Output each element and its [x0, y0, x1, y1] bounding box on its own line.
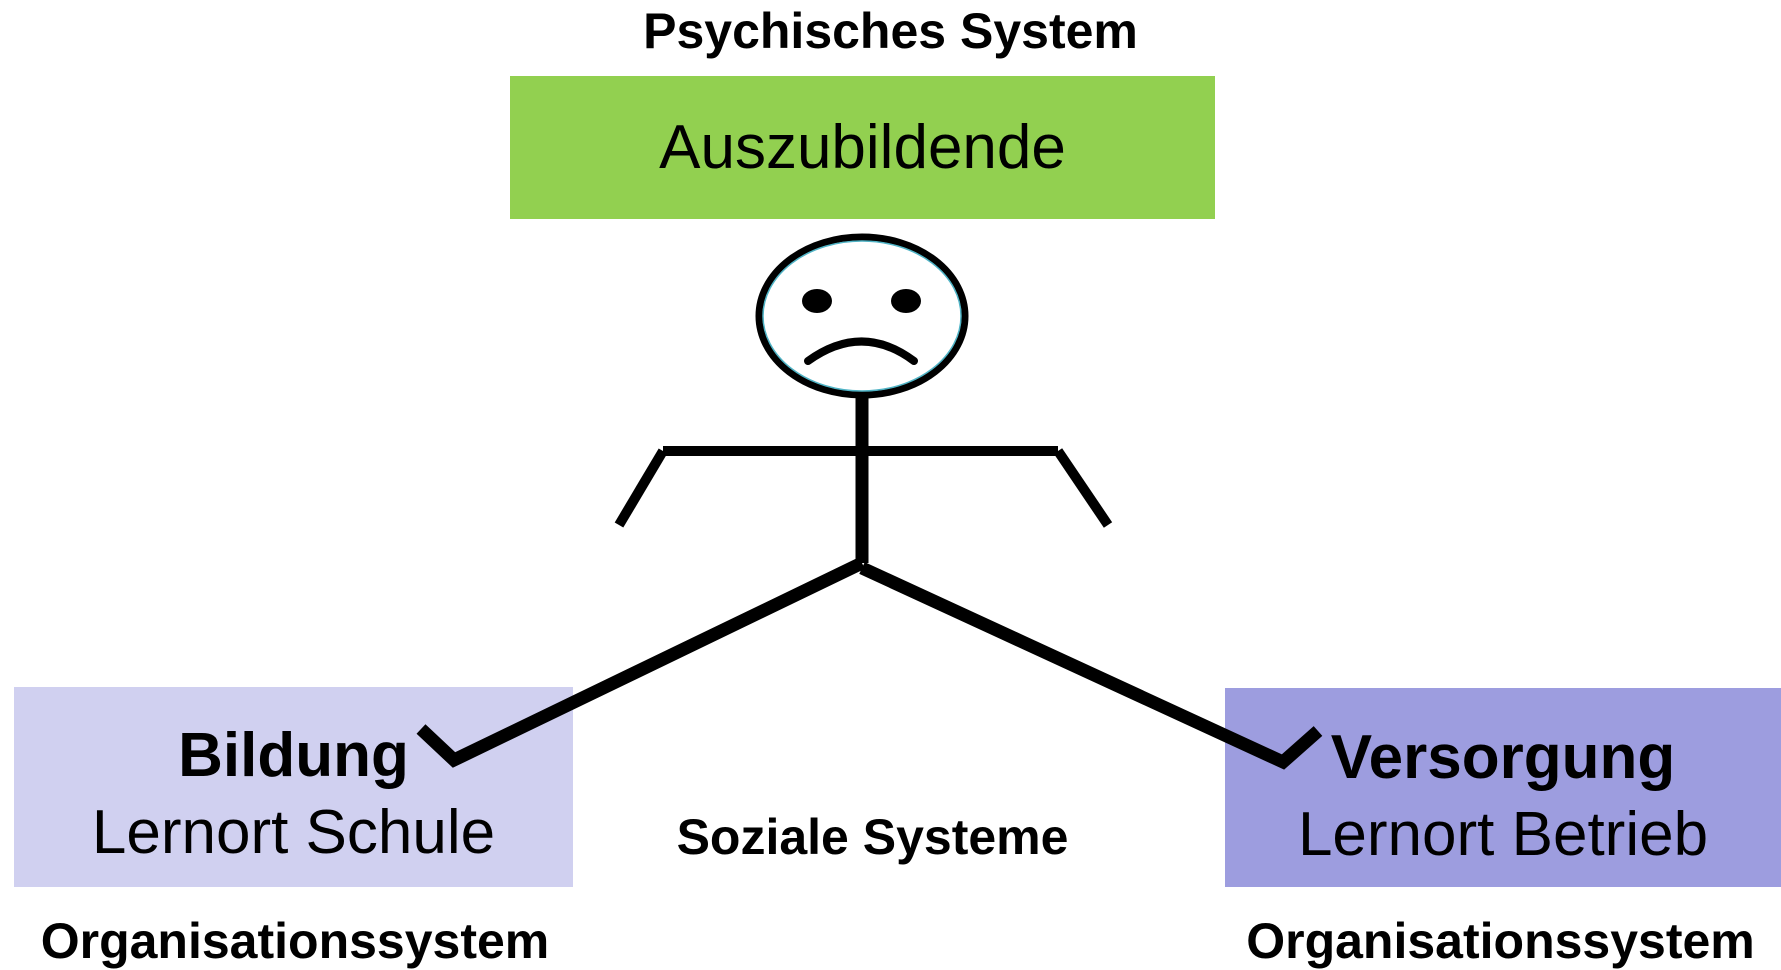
apprentice-label: Auszubildende: [659, 113, 1066, 182]
psychic-system-caption: Psychisches System: [643, 3, 1138, 59]
care-title: Versorgung: [1330, 723, 1676, 792]
education-title: Bildung: [178, 721, 409, 790]
right-organisation-caption: Organisationssystem: [1246, 913, 1755, 969]
right-eye-icon: [891, 289, 921, 313]
left-forearm-line: [614, 448, 668, 528]
frown-mouth-icon: [804, 337, 918, 365]
left-leg-line: [416, 557, 865, 768]
sad-face-head-icon: [755, 233, 969, 399]
right-forearm-line: [1053, 448, 1113, 528]
apprentice-box: Auszubildende: [510, 76, 1215, 219]
face-outline-highlight: [762, 240, 962, 392]
right-leg-line: [859, 562, 1323, 770]
care-subtitle: Lernort Betrieb: [1297, 800, 1709, 869]
care-box: Versorgung Lernort Betrieb: [1225, 688, 1781, 887]
education-subtitle: Lernort Schule: [91, 798, 496, 867]
left-organisation-caption: Organisationssystem: [40, 913, 550, 969]
social-systems-caption: Soziale Systeme: [676, 809, 1069, 865]
education-box: Bildung Lernort Schule: [14, 687, 573, 887]
left-eye-icon: [802, 289, 832, 313]
